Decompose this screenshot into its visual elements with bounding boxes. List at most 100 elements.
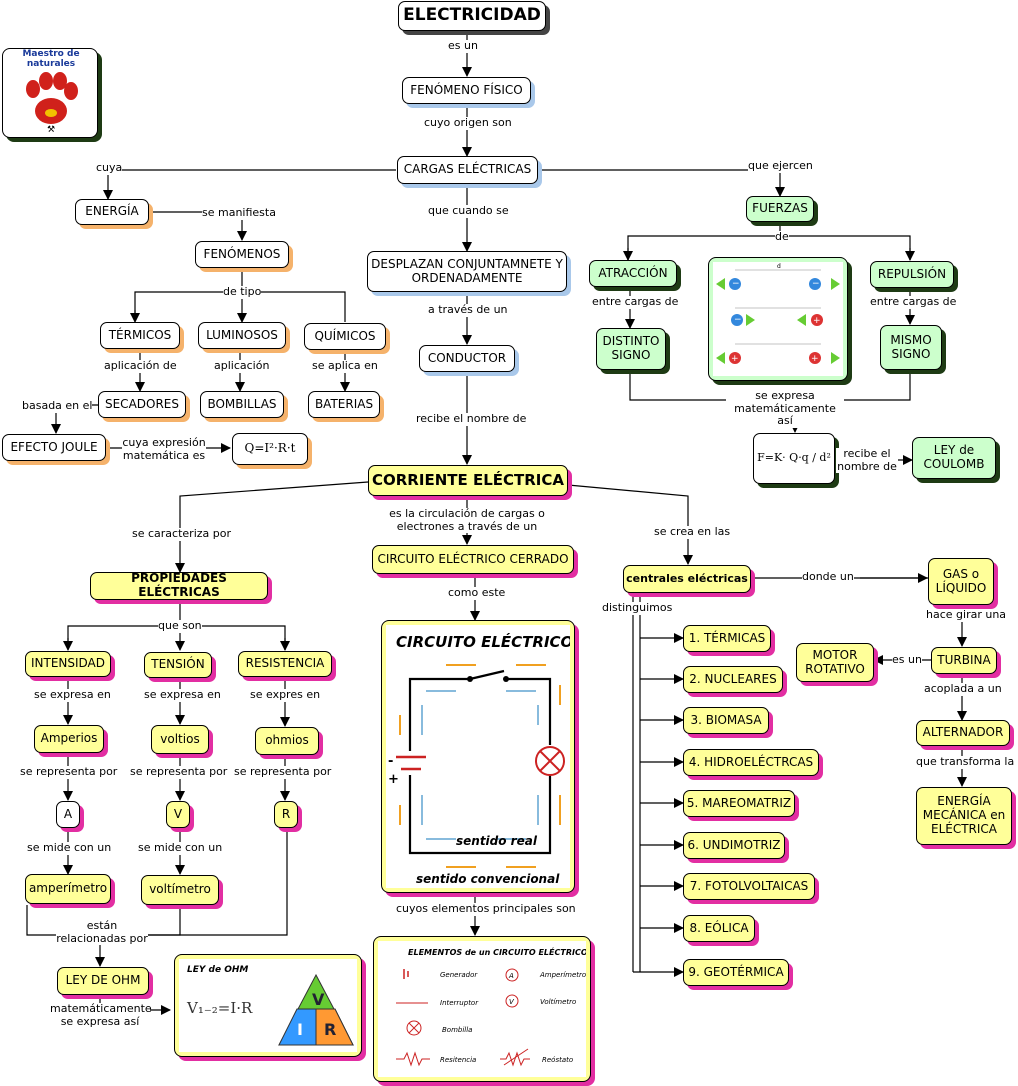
voltimetro-label: Voltímetro <box>540 998 576 1006</box>
formula-joule: Q=I²·R·t <box>232 433 308 465</box>
link-matematicamente: matemáticamente se expresa así <box>50 1002 152 1029</box>
link-se-crea: se crea en las <box>654 525 731 539</box>
svg-text:+: + <box>731 354 739 364</box>
minus-sign: - <box>388 754 393 769</box>
svg-text:−: − <box>812 279 820 289</box>
d-label: d <box>777 263 781 270</box>
node-voltios: voltios <box>151 725 209 754</box>
circuit-diagram: CIRCUITO ELÉCTRICO - + sentido real <box>386 625 574 888</box>
link-se-representa-3: se representa por <box>234 765 332 779</box>
link-es-la-circulacion: es la circulación de cargas o electrones… <box>386 507 548 534</box>
node-baterias: BATERIAS <box>308 391 380 418</box>
svg-text:+: + <box>811 354 819 364</box>
link-a-traves: a través de un <box>428 303 508 317</box>
central-item-4: 4. HIDROELÉCTRCAS <box>683 749 819 776</box>
node-secadores: SECADORES <box>98 391 186 418</box>
node-distinto-signo: DISTINTO SIGNO <box>596 328 666 370</box>
node-intensidad: INTENSIDAD <box>25 651 111 677</box>
node-tension: TENSIÓN <box>144 652 212 678</box>
link-como-este: como este <box>448 586 506 600</box>
link-cuyo-origen: cuyo origen son <box>424 116 512 130</box>
link-recibe-nombre: recibe el nombre de <box>416 412 527 426</box>
node-cargas-electricas: CARGAS ELÉCTRICAS <box>397 156 538 184</box>
node-ley-coulomb: LEY de COULOMB <box>912 437 996 479</box>
circuit-image: CIRCUITO ELÉCTRICO - + sentido real <box>381 620 575 893</box>
node-quimicos: QUÍMICOS <box>304 323 386 350</box>
bombilla-label: Bombilla <box>442 1026 472 1034</box>
node-energia-mecanica: ENERGÍA MECÁNICA en ELÉCTRICA <box>916 787 1012 845</box>
svg-text:−: − <box>732 279 740 289</box>
node-mismo-signo: MISMO SIGNO <box>880 325 942 370</box>
elements-image: ELEMENTOS de un CIRCUITO ELÉCTRICO Gener… <box>373 936 591 1082</box>
node-atraccion: ATRACCIÓN <box>589 260 677 287</box>
node-amperimetro: amperímetro <box>25 874 111 904</box>
charges-image: d − − − + + + <box>708 257 848 381</box>
central-item-5: 5. MAREOMATRIZ <box>683 790 795 817</box>
tri-v: V <box>312 990 325 1009</box>
link-se-representa-2: se representa por <box>130 765 228 779</box>
tri-i: I <box>297 1020 303 1039</box>
node-ohmios: ohmios <box>255 727 319 755</box>
link-cuya-expresion: cuya expresión matemática es <box>122 436 206 463</box>
node-ley-de-ohm: LEY DE OHM <box>57 967 149 995</box>
link-recibe-el-nombre: recibe el nombre de <box>836 447 898 474</box>
svg-text:+: + <box>813 316 821 326</box>
link-de: de <box>775 230 789 244</box>
link-aplicacion: aplicación <box>214 359 270 373</box>
central-item-8: 8. EÓLICA <box>683 915 755 942</box>
symbol-v: V <box>166 801 190 828</box>
ohm-formula: V₁₋₂=I·R <box>187 999 253 1017</box>
node-voltimetro: voltímetro <box>141 875 219 905</box>
ohm-image-title: LEY de OHM <box>187 965 249 975</box>
link-se-caracteriza: se caracteriza por <box>132 527 231 541</box>
node-propiedades-electricas: PROPIEDADES ELÉCTRICAS <box>90 571 268 600</box>
link-se-aplica: se aplica en <box>312 359 378 373</box>
link-distinguimos: distinguimos <box>602 601 673 615</box>
sentido-real-label: sentido real <box>456 834 538 848</box>
node-turbina: TURBINA <box>931 647 997 674</box>
node-conductor: CONDUCTOR <box>419 345 515 372</box>
circuit-title: CIRCUITO ELÉCTRICO <box>396 632 570 651</box>
link-es-un: es un <box>448 39 478 53</box>
node-desplazan: DESPLAZAN CONJUNTAMNETE Y ORDENADAMENTE <box>367 251 567 292</box>
sentido-convencional-label: sentido convencional <box>416 872 560 886</box>
link-se-expresa-en-2: se expresa en <box>144 688 221 702</box>
link-entre-cargas-1: entre cargas de <box>592 295 679 309</box>
formula-coulomb: F=K· Q·q / d² <box>753 433 835 484</box>
plus-sign: + <box>388 772 399 787</box>
interruptor-label: Interruptor <box>440 999 479 1007</box>
node-amperios: Amperios <box>34 725 104 753</box>
link-es-un-2: es un <box>892 653 922 667</box>
link-que-ejercen: que ejercen <box>748 159 813 173</box>
central-item-6: 6. UNDIMOTRIZ <box>683 832 785 859</box>
link-cuya: cuya <box>96 161 123 175</box>
node-fuerzas: FUERZAS <box>746 196 814 222</box>
node-electricidad: ELECTRICIDAD <box>398 1 546 31</box>
node-termicos: TÉRMICOS <box>100 322 180 349</box>
node-centrales-electricas: centrales eléctricas <box>623 565 751 593</box>
link-que-son: que son <box>158 619 202 633</box>
svg-text:−: − <box>734 315 742 325</box>
central-item-1: 1. TÉRMICAS <box>683 625 771 652</box>
elements-legend: ELEMENTOS de un CIRCUITO ELÉCTRICO Gener… <box>378 941 588 1077</box>
node-luminosos: LUMINOSOS <box>198 322 286 349</box>
link-de-tipo: de tipo <box>223 285 262 299</box>
elements-title: ELEMENTOS de un CIRCUITO ELÉCTRICO <box>408 946 586 957</box>
link-estan-relacionadas: están relacionadas por <box>56 919 148 946</box>
node-alternador: ALTERNADOR <box>916 720 1010 746</box>
link-acoplada: acoplada a un <box>924 682 1002 696</box>
reostato-label: Reóstato <box>542 1056 573 1064</box>
link-donde-un: donde un <box>802 570 854 584</box>
ohm-law-image: LEY de OHM V₁₋₂=I·R V I R <box>174 954 362 1057</box>
node-corriente-electrica: CORRIENTE ELÉCTRICA <box>368 465 568 496</box>
tri-r: R <box>324 1020 336 1039</box>
central-item-7: 7. FOTOLVOLTAICAS <box>683 873 815 900</box>
node-bombillas: BOMBILLAS <box>200 391 284 418</box>
amperimetro-label: Amperímetro <box>539 971 586 979</box>
link-basada: basada en el <box>22 399 93 413</box>
resistencia-label: Resitencia <box>440 1056 476 1064</box>
symbol-a: A <box>56 801 80 828</box>
paw-logo-icon: ⚒ <box>26 72 78 135</box>
node-energia: ENERGÍA <box>75 199 149 225</box>
